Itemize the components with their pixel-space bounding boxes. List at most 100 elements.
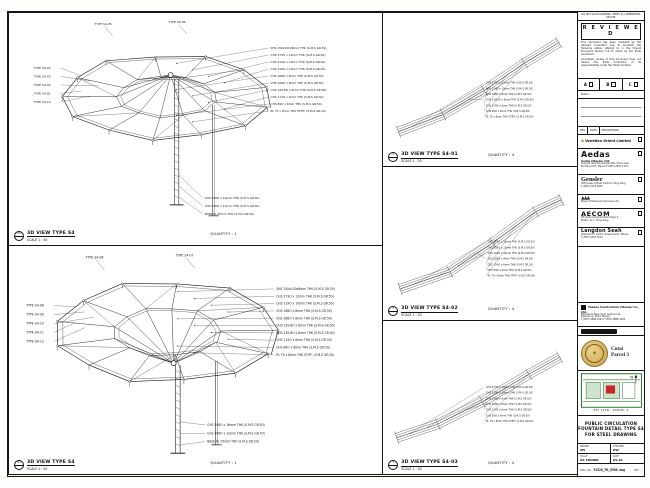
svg-text:CHS 219O x 10mm THK (S.M.S GR.: CHS 219O x 10mm THK (S.M.S GR.50) (488, 251, 535, 255)
svg-text:CHS 219O x 10mm THK (S.M.S GR.: CHS 219O x 10mm THK (S.M.S GR.50) (488, 246, 535, 250)
reviewed-paragraph-1: This document has been reviewed by the r… (581, 41, 641, 57)
key-plan-map: N (580, 373, 642, 408)
svg-text:CHS 406O x 12mm THK (S.M.S GR.: CHS 406O x 12mm THK (S.M.S GR.50) (207, 431, 265, 435)
svg-text:TYPE S4-03: TYPE S4-03 (33, 74, 51, 78)
svg-text:BASE PL 25mm THK (S.M.S GR.50): BASE PL 25mm THK (S.M.S GR.50) (207, 440, 259, 444)
svg-text:SHS 150x150x8mm THK (S.M.S GR.: SHS 150x150x8mm THK (S.M.S GR.50) (276, 287, 335, 291)
title-block: DO NOT SCALE DRAWING. VERIFY ALL DIMENSI… (577, 12, 644, 476)
detail-bubble: S4 - (14, 230, 24, 241)
drawing-number-row: DWG. NO. 51520_PD_0508.dwg REV - (580, 468, 642, 472)
svg-text:TYPE S4-06: TYPE S4-06 (85, 255, 104, 259)
svg-text:CHS 89O x 6mm THK (S.M.S GR.50: CHS 89O x 6mm THK (S.M.S GR.50) (486, 109, 530, 113)
svg-text:TYPE S4-06: TYPE S4-06 (168, 20, 186, 24)
consultant-address: Building 21/F, Macau T (853) 2833 1133 (581, 165, 628, 169)
bubble-sheet: - (18, 234, 20, 238)
status-option-a: A (578, 79, 601, 90)
svg-text:CHS 168O x 8mm THK (S.M.S GR.5: CHS 168O x 8mm THK (S.M.S GR.50) (488, 257, 534, 261)
client-checkbox (637, 137, 642, 142)
quantity-note: QUANTITY : 4 (487, 307, 515, 312)
seal-inner-ring: ✶ (585, 343, 604, 363)
contractor-address: T (853) 2888 1001 F (853) 2888 1002 (581, 318, 626, 322)
view-title: 3D VIEW TYPE S4-03 (401, 460, 458, 467)
panel-3d-view-s4-02: CHS 273O x 12mm THK (S.M.S GR.50)CHS 219… (382, 166, 578, 322)
svg-text:CHS 89O x 6mm THK (S.M.S GR.50: CHS 89O x 6mm THK (S.M.S GR.50) (486, 414, 530, 418)
view-scale: SCALE 1 : 20 (401, 159, 422, 164)
consultant-row-mps: ▲▲▲ Macau Professional Services Ltd. (578, 195, 644, 209)
view-caption: S4 - 3D VIEW TYPE S4 SCALE 1 : 50 (14, 459, 75, 471)
aecom-logo: AECOM (581, 209, 611, 218)
detail-bubble: 1 - (388, 152, 399, 163)
revision-table-header: REV DATE DESCRIPTION (578, 127, 644, 135)
current-parcel-marker (605, 385, 615, 394)
svg-text:CHS 89O x 6mm THK (S.M.S GR.50: CHS 89O x 6mm THK (S.M.S GR.50) (276, 345, 330, 349)
svg-text:TYPE S4-10: TYPE S4-10 (25, 321, 44, 325)
svg-text:CHS 114O x 6mm THK (S.M.S GR.5: CHS 114O x 6mm THK (S.M.S GR.50) (276, 338, 332, 342)
svg-text:CHS 139.8O x 8mm THK (S.M.S GR: CHS 139.8O x 8mm THK (S.M.S GR.50) (276, 331, 335, 335)
svg-text:CHS 168O x 8mm THK (S.M.S GR.5: CHS 168O x 8mm THK (S.M.S GR.50) (486, 397, 532, 401)
view-title: 3D VIEW TYPE S4 (27, 459, 75, 467)
contractor-logo (581, 304, 586, 310)
bubble-sheet: - (392, 464, 394, 468)
svg-text:TYPE S4-05: TYPE S4-05 (94, 22, 112, 26)
revision-value: - (640, 468, 642, 472)
consultant-checkbox (637, 177, 642, 182)
svg-text:PL 75 x 8mm THK STIFF. (S.M.S: PL 75 x 8mm THK STIFF. (S.M.S GR.50) (486, 115, 534, 119)
svg-text:TYPE S4-01: TYPE S4-01 (33, 91, 51, 95)
svg-text:CHS 168O x 8mm THK (S.M.S GR.5: CHS 168O x 8mm THK (S.M.S GR.50) (276, 316, 332, 320)
consultant-checkbox (637, 151, 642, 156)
svg-text:CHS 139.8O x 8mm THK (S.M.S GR: CHS 139.8O x 8mm THK (S.M.S GR.50) (276, 323, 335, 327)
contractor-logo-bar (581, 328, 617, 334)
svg-text:CHS 219O x 10mm THK (S.M.S GR.: CHS 219O x 10mm THK (S.M.S GR.50) (276, 301, 334, 305)
svg-text:CHS 114O x 6mm THK (S.M.S GR.5: CHS 114O x 6mm THK (S.M.S GR.50) (486, 103, 532, 107)
review-status-row: A B C (578, 79, 644, 91)
svg-text:CHS 219O x 10mm THK (S.M.S GR.: CHS 219O x 10mm THK (S.M.S GR.50) (486, 86, 533, 90)
svg-text:CHS 89O x 6mm THK (S.M.S GR.50: CHS 89O x 6mm THK (S.M.S GR.50) (271, 102, 322, 106)
quantity-note: QUANTITY : 1 (210, 460, 237, 465)
bubble-number: 3 (392, 461, 395, 465)
view-title: 3D VIEW TYPE S4 (27, 230, 75, 238)
aedas-logo: Aedas (581, 149, 611, 159)
view-caption: 3 - 3D VIEW TYPE S4-03 SCALE 1 : 20 (388, 460, 458, 471)
svg-text:CHS 273O x 12mm THK (S.M.S GR.: CHS 273O x 12mm THK (S.M.S GR.50) (486, 385, 533, 389)
drawing-number: 51520_PD_0508.dwg (593, 468, 626, 472)
panel-3d-view-s4-01: CHS 273O x 12mm THK (S.M.S GR.50)CHS 219… (382, 12, 578, 168)
view-scale: SCALE 1 : 20 (401, 467, 422, 472)
member-bundle-drawing-3: CHS 273O x 12mm THK (S.M.S GR.50) CHS 219… (394, 351, 564, 445)
svg-text:CHS 508O x 16mm THK (S.M.S GR.: CHS 508O x 16mm THK (S.M.S GR.50) (205, 196, 260, 200)
member-bundle-drawing-1: CHS 273O x 12mm THK (S.M.S GR.50)CHS 219… (396, 36, 563, 138)
svg-text:CHS 168O x 8mm THK (S.M.S GR.5: CHS 168O x 8mm THK (S.M.S GR.50) (486, 92, 532, 96)
svg-text:TYPE S4-12: TYPE S4-12 (25, 339, 44, 343)
svg-text:TYPE S4-04: TYPE S4-04 (33, 66, 51, 70)
reviewed-stamp: R E V I E W E D This document has been r… (578, 21, 644, 79)
consultant-checkbox (637, 197, 642, 202)
svg-text:BASE PL 25mm THK (S.M.S GR.50): BASE PL 25mm THK (S.M.S GR.50) (205, 212, 254, 216)
svg-text:CHS 168O x 8mm THK (S.M.S GR.5: CHS 168O x 8mm THK (S.M.S GR.50) (271, 74, 324, 78)
field-drawn: DRAWN MS (578, 444, 611, 454)
bubble-number: 1 (392, 153, 395, 157)
bubble-sheet: - (392, 310, 394, 314)
title-block-fields: DRAWN MS CHECKED KW SCALE AS SHOWN DATE … (578, 444, 644, 464)
company-seal: ✶ (581, 339, 608, 367)
consultant-address: T (852) 2523 6900 (581, 184, 603, 188)
consultant-address: 8/F Grand Central Plaza Tower 2, (581, 216, 620, 219)
mountains-logo-icon: ▲▲▲ (581, 195, 590, 201)
svg-text:CHS 406O x 12mm THK (S.M.S GR.: CHS 406O x 12mm THK (S.M.S GR.50) (205, 204, 260, 208)
contractor-address: Esperanca, Taipa, Macau (581, 315, 610, 319)
bubble-number: 2 (392, 307, 395, 311)
svg-text:CHS 168O x 8mm THK (S.M.S GR.5: CHS 168O x 8mm THK (S.M.S GR.50) (486, 402, 532, 406)
consultant-address: 288 Queen's Road Central, Hong Kong (581, 182, 626, 185)
consultant-row-gensler: Gensler 288 Queen's Road Central, Hong K… (578, 175, 644, 195)
svg-text:CHS 219O x 10mm THK (S.M.S GR.: CHS 219O x 10mm THK (S.M.S GR.50) (486, 391, 533, 395)
status-option-c: C (623, 79, 644, 90)
key-plan-label: KEY PLAN - PARCEL 3 (593, 408, 629, 412)
project-seal-row: ✶ Cotai Parcel 3 (578, 336, 644, 371)
svg-text:CHS 273O x 12mm THK (S.M.S GR.: CHS 273O x 12mm THK (S.M.S GR.50) (276, 294, 334, 298)
site-block (621, 382, 635, 399)
consultant-checkbox (637, 211, 642, 216)
review-date-row: Date : (578, 91, 644, 99)
contractor-row: Yeadea Construction (Macau) Co., Ltd. Es… (578, 303, 644, 327)
venetian-logo-icon: ◆ (581, 138, 585, 143)
